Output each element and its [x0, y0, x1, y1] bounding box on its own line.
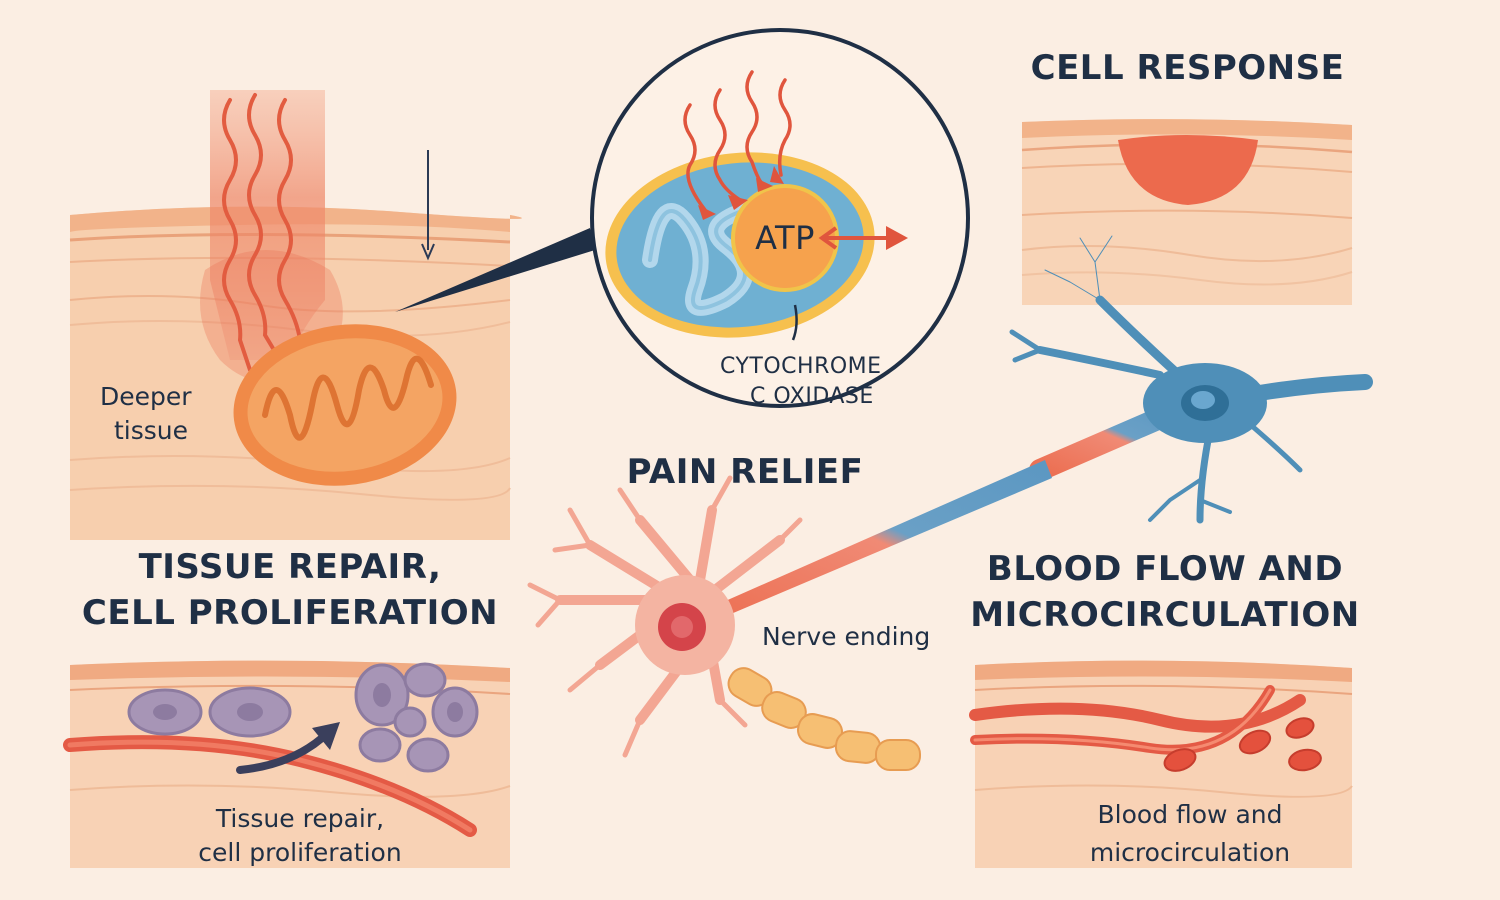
tissue-repair-heading: TISSUE REPAIR, — [138, 547, 442, 587]
cells-left — [127, 662, 479, 773]
nerve-ending-label: Nerve ending — [762, 622, 931, 651]
cell-response-tissue — [1021, 119, 1353, 305]
mitochondrion — [233, 324, 457, 486]
blood-flow-heading-line2: MICROCIRCULATION — [970, 595, 1360, 635]
atp-release-arrow — [818, 226, 908, 250]
ray-arrowheads — [698, 166, 784, 220]
tissue-repair-caption: Tissue repair, — [215, 804, 385, 833]
tissue-repair-caption-line2: cell proliferation — [198, 838, 402, 867]
red-blood-cells — [1163, 717, 1322, 772]
atp-label: ATP — [755, 219, 815, 257]
pink-neuron-body — [635, 575, 735, 675]
myelin-sheath — [727, 667, 921, 771]
axon-beam — [705, 460, 1052, 622]
down-arrow-icon — [421, 150, 435, 261]
blood-flow-heading: BLOOD FLOW AND — [986, 549, 1344, 589]
zoom-pointer — [395, 228, 595, 312]
cytochrome-label-line2: C OXIDASE — [750, 384, 874, 409]
cell-response-heading: CELL RESPONSE — [1030, 48, 1345, 88]
incoming-light-rays — [683, 70, 792, 212]
deeper-tissue-label-line2: tissue — [114, 416, 189, 445]
response-zone — [1118, 135, 1258, 205]
tissue-repair-heading-line2: CELL PROLIFERATION — [81, 593, 499, 633]
blood-flow-caption-line2: microcirculation — [1089, 838, 1291, 867]
pain-relief-heading: PAIN RELIEF — [626, 452, 864, 492]
blood-vessels-right — [969, 685, 1306, 755]
blood-vessel-left — [63, 735, 477, 837]
light-wave-rays — [222, 93, 302, 372]
cytochrome-label: CYTOCHROME — [720, 354, 882, 379]
blood-flow-caption: Blood flow and — [1097, 800, 1283, 829]
proliferation-arrow-icon — [236, 722, 340, 774]
blue-neuron-body — [1143, 363, 1267, 443]
deeper-tissue-label: Deeper — [100, 382, 192, 411]
cytochrome-pointer — [791, 304, 798, 341]
